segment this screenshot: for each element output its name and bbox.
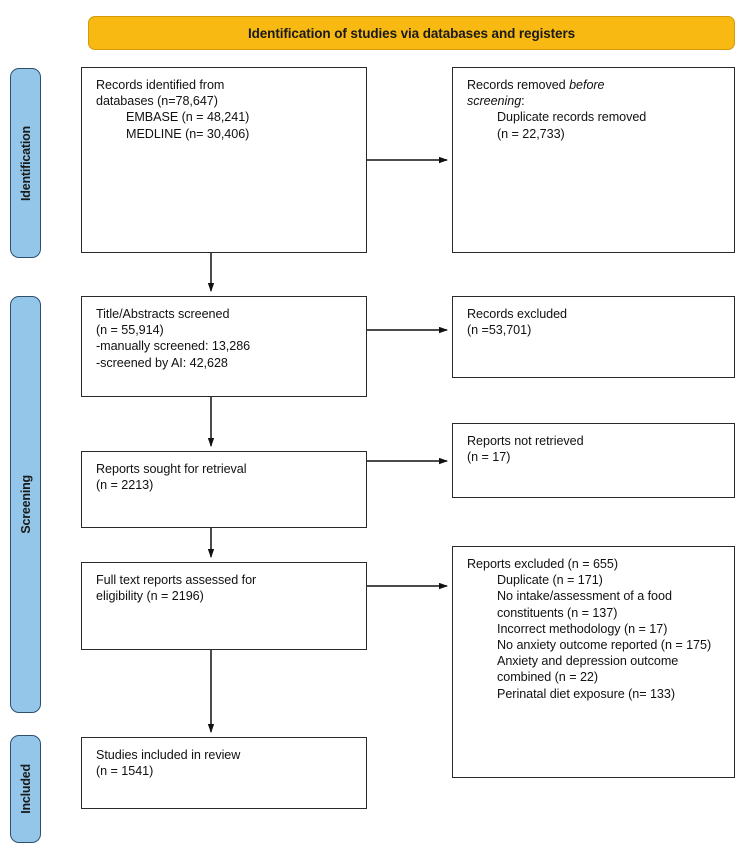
stage-label-included-text: Included [18, 764, 33, 814]
box-title-abstracts-text: Title/Abstracts screened (n = 55,914)-man… [96, 306, 355, 371]
reports-sought-line2: (n = 2213) [96, 478, 154, 493]
records-removed-line2-italic: screening [467, 94, 522, 109]
full-text-line1: Full text reports assessed for [96, 573, 257, 587]
records-removed-line2: screening: [467, 93, 723, 109]
title-abstracts-line1: Title/Abstracts screened [96, 307, 230, 321]
records-removed-line1: Records removed before [467, 77, 723, 93]
reports-excluded-item: No anxiety outcome reported (n = 175) [497, 638, 712, 653]
box-reports-excluded-with-reasons: Reports excluded (n = 655) Duplicate (n =… [452, 546, 735, 778]
stage-label-screening: Screening [10, 296, 41, 713]
title-abstracts-line4: -screened by AI: 42,628 [96, 355, 228, 370]
box-reports-sought-text: Reports sought for retrieval (n = 2213) [96, 461, 355, 493]
studies-included-line2: (n = 1541) [96, 764, 154, 779]
reports-excluded-heading: Reports excluded (n = 655) [467, 557, 618, 571]
records-removed-line2-tail: : [521, 94, 525, 109]
box-records-excluded-text: Records excluded (n =53,701) [467, 306, 723, 338]
reports-excluded-item: Incorrect methodology (n = 17) [497, 621, 668, 636]
stage-label-screening-text: Screening [18, 475, 33, 534]
box-title-abstracts-screened: Title/Abstracts screened (n = 55,914)-man… [81, 296, 367, 397]
records-removed-line4: (n = 22,733) [497, 126, 565, 141]
records-identified-line3: EMBASE (n = 48,241) [126, 110, 250, 125]
box-reports-not-retrieved: Reports not retrieved (n = 17) [452, 423, 735, 498]
records-removed-line3: Duplicate records removed [497, 110, 647, 125]
reports-excluded-item: Duplicate (n = 171) [497, 573, 603, 588]
records-identified-line2: databases (n=78,647) [96, 94, 218, 109]
stage-label-identification-text: Identification [18, 125, 33, 201]
reports-excluded-item: Perinatal diet exposure (n= 133) [497, 686, 675, 701]
reports-sought-line1: Reports sought for retrieval [96, 462, 247, 476]
box-records-identified: Records identified from databases (n=78,6… [81, 67, 367, 253]
full-text-line2: eligibility (n = 2196) [96, 589, 204, 604]
diagram-banner: Identification of studies via databases … [88, 16, 735, 50]
box-full-text-assessed: Full text reports assessed for eligibilit… [81, 562, 367, 650]
records-removed-line1-italic: before [569, 78, 605, 92]
title-abstracts-line2: (n = 55,914) [96, 323, 164, 338]
box-full-text-text: Full text reports assessed for eligibilit… [96, 572, 355, 604]
box-reports-not-retrieved-text: Reports not retrieved (n = 17) [467, 433, 723, 465]
records-identified-line4: MEDLINE (n= 30,406) [126, 126, 250, 141]
reports-excluded-item: No intake/assessment of a food constitue… [497, 589, 676, 620]
records-excluded-line2: (n =53,701) [467, 323, 532, 338]
stage-label-included: Included [10, 735, 41, 843]
box-studies-included-text: Studies included in review (n = 1541) [96, 747, 355, 779]
box-records-excluded: Records excluded (n =53,701) [452, 296, 735, 378]
box-reports-excluded-text: Reports excluded (n = 655) Duplicate (n =… [467, 556, 723, 702]
stage-label-identification: Identification [10, 68, 41, 258]
records-identified-line1: Records identified from [96, 78, 225, 92]
reports-excluded-item: Anxiety and depression outcome combined … [497, 654, 682, 685]
box-reports-sought-for-retrieval: Reports sought for retrieval (n = 2213) [81, 451, 367, 528]
reports-not-retrieved-line1: Reports not retrieved [467, 434, 584, 448]
records-excluded-line1: Records excluded [467, 307, 568, 321]
title-abstracts-line3: -manually screened: 13,286 [96, 339, 251, 354]
records-removed-line1-plain: Records removed [467, 78, 570, 92]
studies-included-line1: Studies included in review [96, 748, 241, 762]
box-records-identified-text: Records identified from databases (n=78,6… [96, 77, 355, 142]
reports-not-retrieved-line2: (n = 17) [467, 450, 511, 465]
banner-title: Identification of studies via databases … [247, 25, 576, 41]
box-studies-included-in-review: Studies included in review (n = 1541) [81, 737, 367, 809]
